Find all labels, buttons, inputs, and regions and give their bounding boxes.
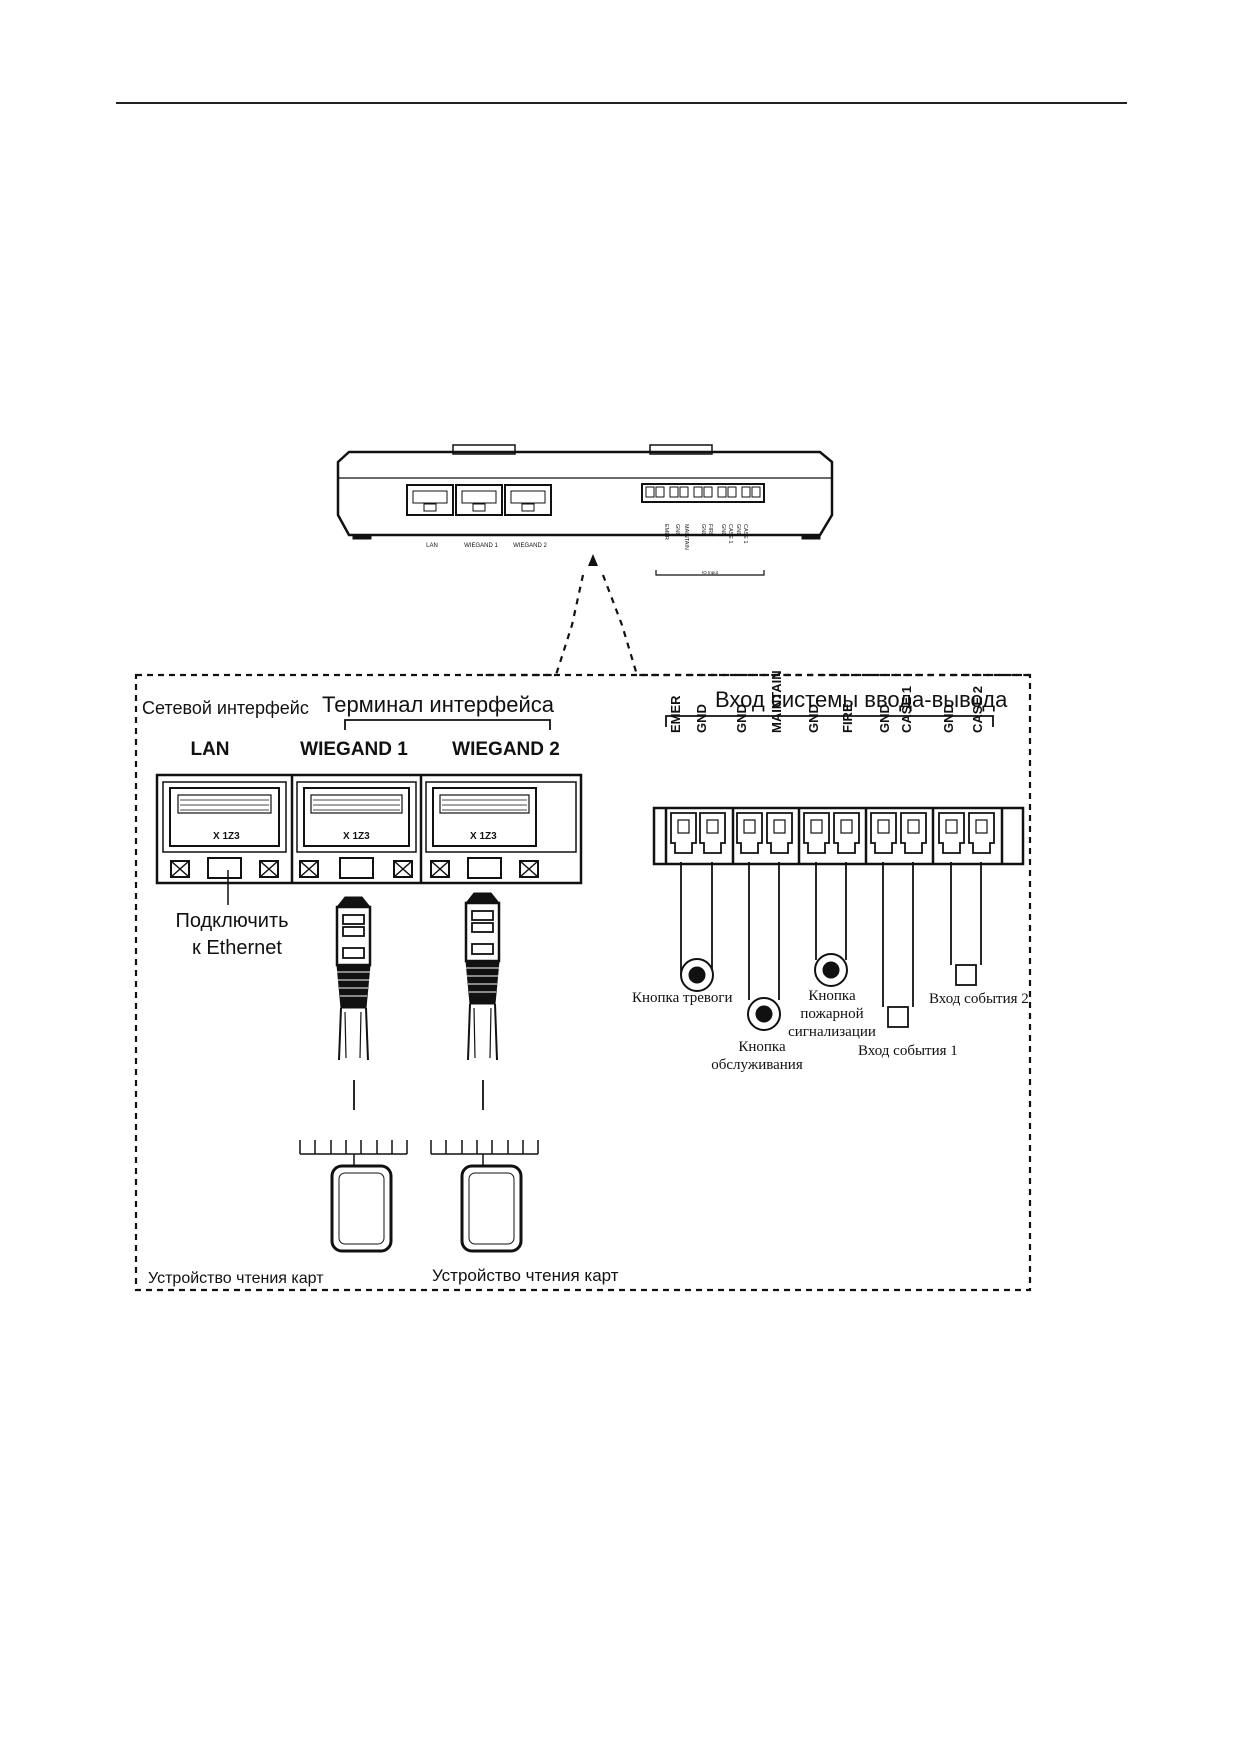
io-input-label: Вход системы ввода-вывода [715, 687, 1008, 712]
io-terminal-label: CASE 1 [899, 686, 914, 733]
alarm-button [680, 958, 714, 992]
device-wiegand1-port [455, 484, 503, 516]
io-terminal-label: GND [694, 704, 709, 733]
device-terminal-block [641, 483, 765, 503]
device-terminal-label: GND [674, 524, 680, 536]
io-terminal-label: EMER [668, 695, 683, 733]
device-terminal-label: GND [735, 524, 741, 536]
io-terminal-label: GND [734, 704, 749, 733]
io-terminal-label: FIRE [840, 703, 855, 733]
card-reader-right [460, 1164, 523, 1253]
detail-frame [134, 673, 1032, 1292]
io-terminal-label: GND [941, 704, 956, 733]
device-terminal-group-label: IO Input [702, 570, 719, 575]
io-terminal-labels: EMER GND GND MAINTAIN GND FIRE GND CASE … [668, 670, 985, 733]
io-terminal-label: CASE 2 [970, 686, 985, 733]
device-terminal-label: GND [720, 524, 726, 536]
io-input-bracket [665, 715, 994, 727]
rj45-port-block [155, 773, 583, 885]
port-label-lan: LAN [190, 739, 229, 760]
io-terminal-block [652, 806, 1025, 866]
wire-comb-left [299, 1140, 408, 1166]
io-callout-labels: Кнопка тревоги Кнопка обслуживания Кнопк… [632, 988, 1029, 1073]
io-wiring [680, 862, 982, 1007]
card-reader-left [330, 1164, 393, 1253]
rj45-port-lan [162, 781, 287, 879]
rj45-port-wiegand2 [425, 781, 577, 879]
header-rule [116, 102, 1127, 104]
zoom-callout [485, 554, 1030, 677]
device-terminal-label: GND [700, 524, 706, 536]
fire-label-line2: пожарной [800, 1006, 863, 1022]
maintenance-label-line2: обслуживания [711, 1057, 803, 1073]
connect-ethernet-line1: Подключить [175, 910, 288, 932]
device-terminal-label: FIRE [707, 524, 713, 537]
device-terminal-label: MAINTAIN [683, 524, 689, 550]
port-marking: X 1Z3 [470, 831, 497, 842]
alarm-button-label: Кнопка тревоги [632, 990, 733, 1006]
device-lan-port [406, 484, 454, 516]
event-input-1-label: Вход события 1 [858, 1043, 958, 1059]
port-markings: X 1Z3 X 1Z3 X 1Z3 [213, 831, 497, 842]
connect-ethernet-line2: к Ethernet [192, 937, 282, 959]
wire-comb-right [430, 1140, 539, 1166]
rj45-port-wiegand1 [296, 781, 417, 879]
device-terminal-labels: CASE 1 GND CASE 1 GND FIRE GND MAINTAIN … [663, 524, 748, 550]
device-label-wiegand1: WIEGAND 1 [464, 543, 498, 549]
device-wiegand2-port [504, 484, 552, 516]
interface-terminal-label: Терминал интерфейса [322, 692, 555, 717]
maintenance-button [747, 997, 781, 1031]
network-interface-label: Сетевой интерфейс [142, 698, 309, 718]
port-label-wiegand1: WIEGAND 1 [300, 739, 408, 760]
device-port-labels: LAN WIEGAND 1 WIEGAND 2 IO Input [426, 543, 719, 575]
device-label-wiegand2: WIEGAND 2 [513, 543, 547, 549]
fire-label-line3: сигнализации [788, 1024, 876, 1040]
controller-device [336, 444, 834, 576]
card-reader-label-right: Устройство чтения карт [432, 1266, 619, 1285]
rj45-plug-left [335, 896, 372, 1110]
io-terminal-label: GND [877, 704, 892, 733]
port-marking: X 1Z3 [213, 831, 240, 842]
event-input-1-contact [887, 1006, 909, 1028]
fire-alarm-button [814, 953, 848, 987]
port-marking: X 1Z3 [343, 831, 370, 842]
maintenance-label-line1: Кнопка [738, 1039, 786, 1055]
rj45-plug-right [464, 892, 501, 1110]
fire-label-line1: Кнопка [808, 988, 856, 1004]
device-label-lan: LAN [426, 543, 438, 549]
port-label-wiegand2: WIEGAND 2 [452, 739, 560, 760]
device-terminal-label: CASE 1 [727, 524, 733, 544]
io-terminal-label: GND [806, 704, 821, 733]
interface-terminal-bracket [344, 719, 551, 730]
device-terminal-label: CASE 1 [742, 524, 748, 544]
io-terminal-label: MAINTAIN [769, 670, 784, 733]
card-reader-label-left: Устройство чтения карт [148, 1270, 324, 1287]
device-terminal-label: EMER [663, 524, 669, 540]
event-input-2-label: Вход события 2 [929, 991, 1029, 1007]
event-input-2-contact [955, 964, 977, 986]
